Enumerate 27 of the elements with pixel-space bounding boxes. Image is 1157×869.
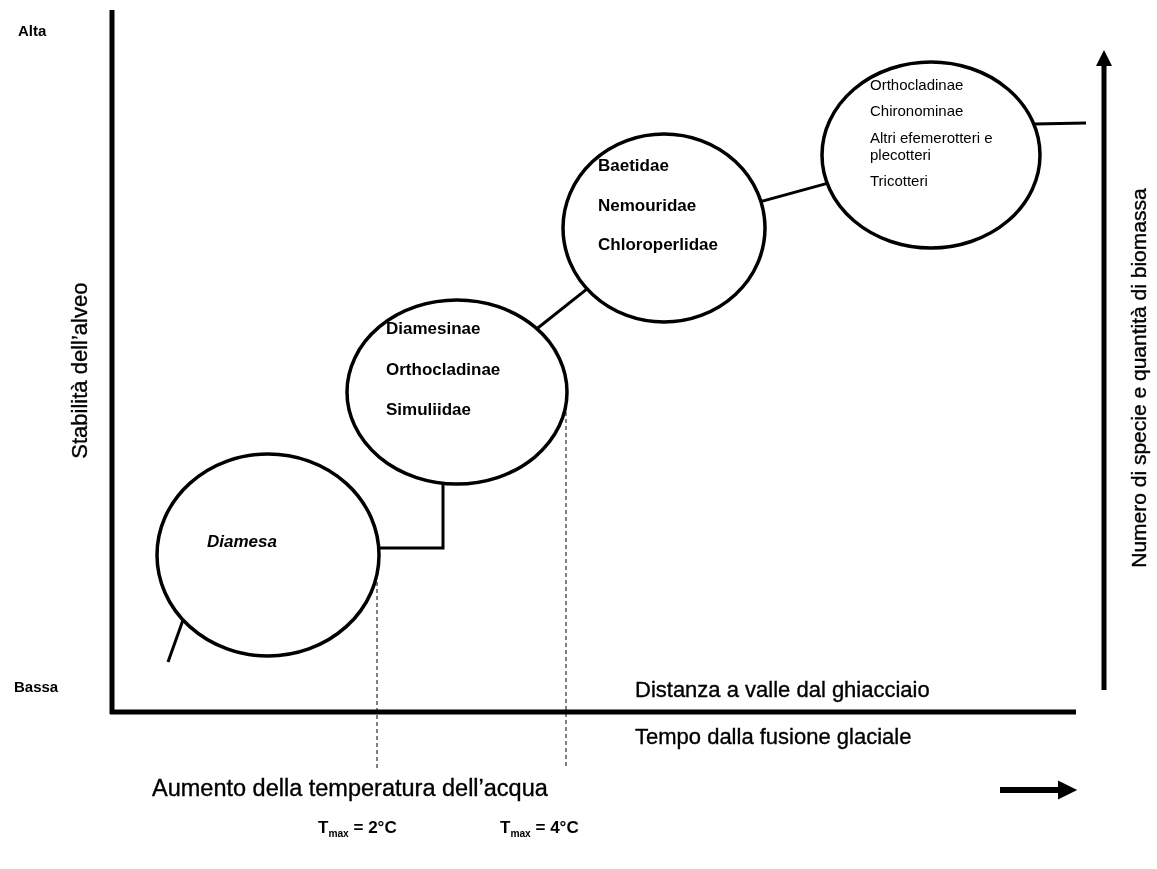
taxon-label: Tricotteri: [870, 172, 929, 190]
connector-line: [535, 287, 589, 330]
taxon-label: Diamesinae: [386, 319, 482, 339]
taxon-label: Orthocladinae: [386, 359, 501, 380]
taxon-label: Diamesa: [207, 532, 277, 552]
taxon-label: Altri efemerotteri e plecotteri: [870, 128, 994, 163]
taxon-circle: [561, 132, 767, 324]
taxon-label: Chloroperlidae: [598, 235, 718, 255]
threshold-label: T$_{max}$ = 2°C: [318, 818, 397, 840]
axis-low-label: Bassa: [14, 678, 59, 696]
axis-title: Aumento della temperatura dell’acqua: [152, 775, 548, 802]
taxon-label: Simuliidae: [386, 400, 473, 420]
axis-title: Numero di specie e quantità di biomassa: [1126, 188, 1151, 568]
taxon-label: Chironominae: [870, 102, 965, 120]
taxon-label: Orthocladinae: [870, 76, 965, 94]
taxon-label: Baetidae: [598, 156, 670, 176]
connector-line: [1033, 121, 1087, 126]
taxon-circle: [820, 60, 1042, 250]
taxon-label: Nemouridae: [598, 195, 698, 216]
taxon-circle: [155, 452, 381, 658]
axis-title: Tempo dalla fusione glaciale: [635, 724, 912, 750]
axis-high-label: Alta: [18, 22, 47, 40]
connector-line: [166, 619, 185, 663]
threshold-label: T$_{max}$ = 4°C: [500, 818, 579, 840]
y-axis-title: Stabilità dell’alveo: [67, 282, 93, 459]
taxon-circle: [345, 298, 569, 486]
axis-title: Distanza a valle dal ghiacciaio: [635, 677, 930, 703]
